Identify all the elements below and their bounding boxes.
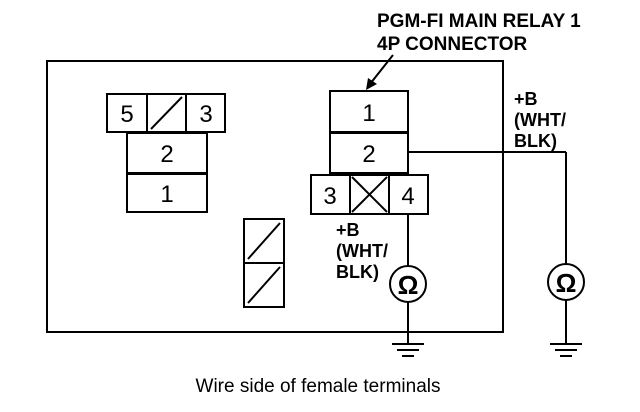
connector-housing-outline bbox=[46, 60, 504, 333]
left-terminal-5: 5 bbox=[120, 101, 133, 128]
center-test-circuit: Ω +B (WHT/ BLK) bbox=[336, 214, 427, 357]
center-ohm-symbol: Ω bbox=[398, 270, 419, 300]
main-relay-connector: 1 2 3 4 bbox=[310, 90, 429, 215]
left-bottom-cell bbox=[126, 173, 208, 213]
right-ohm-symbol: Ω bbox=[556, 268, 577, 298]
right-test-circuit: Ω +B (WHT/ BLK) bbox=[408, 89, 585, 357]
blank-block bbox=[243, 218, 285, 308]
left-terminal-1: 1 bbox=[160, 181, 173, 208]
title-line2: 4P CONNECTOR bbox=[377, 34, 528, 55]
main-terminal-3: 3 bbox=[323, 183, 336, 210]
left-blank-cavity-slash bbox=[150, 96, 183, 130]
center-label-line3: BLK) bbox=[336, 262, 379, 282]
title-leader-line bbox=[369, 54, 394, 85]
center-label-line2: (WHT/ bbox=[336, 241, 388, 261]
title-line1: PGM-FI MAIN RELAY 1 bbox=[377, 11, 581, 32]
diagram-caption: Wire side of female terminals bbox=[196, 376, 441, 397]
main-cell-2 bbox=[329, 132, 409, 174]
left-terminal-3: 3 bbox=[199, 101, 212, 128]
right-label-line2: (WHT/ bbox=[514, 110, 566, 130]
left-terminal-2: 2 bbox=[160, 141, 173, 168]
right-label-line1: +B bbox=[514, 89, 538, 109]
main-terminal-2: 2 bbox=[362, 141, 375, 168]
center-label-line1: +B bbox=[336, 220, 360, 240]
left-connector: 5 3 2 1 bbox=[106, 93, 226, 213]
right-label-line3: BLK) bbox=[514, 131, 557, 151]
main-terminal-1: 1 bbox=[362, 100, 375, 127]
main-terminal-4: 4 bbox=[401, 183, 414, 210]
title-leader-arrowhead bbox=[366, 78, 377, 90]
